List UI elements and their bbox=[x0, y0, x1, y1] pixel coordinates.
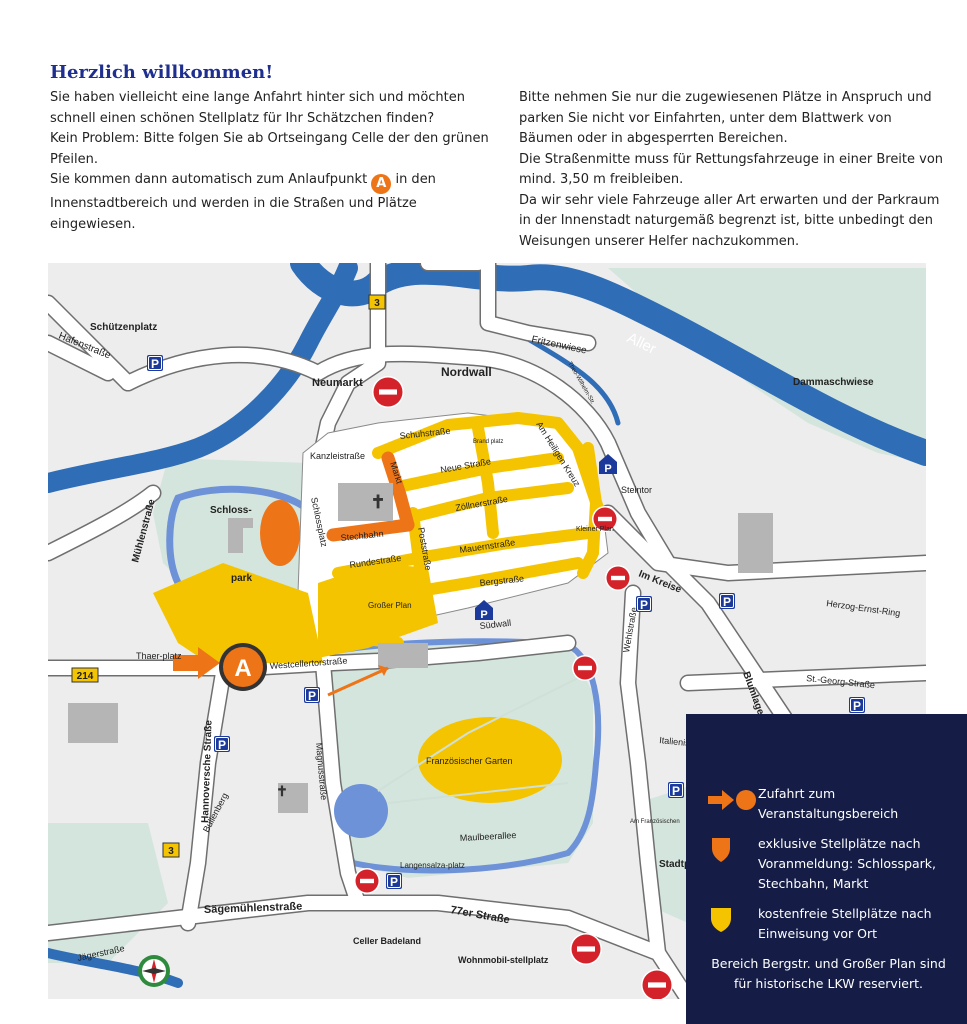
parking-icon bbox=[718, 592, 736, 610]
road-shield-214: 214 bbox=[71, 667, 99, 683]
franzoesischer-garten-area bbox=[418, 717, 562, 803]
svg-text:A: A bbox=[234, 655, 251, 682]
label-suedwall: Südwall bbox=[479, 618, 511, 631]
parking-icon bbox=[213, 735, 231, 753]
label-franzoesischer-garten: Französischer Garten bbox=[426, 756, 513, 766]
label-steintor: Steintor bbox=[621, 485, 652, 495]
route-arrowhead-icon bbox=[378, 665, 388, 676]
label-schuetzenplatz: Schützenplatz bbox=[90, 322, 157, 333]
intro-left-line3-before: Sie kommen dann automatisch zum Anlaufpu… bbox=[50, 172, 368, 187]
buildings bbox=[68, 483, 773, 813]
intro-left-line3-after: in den Innenstadtbereich und werden in d… bbox=[50, 172, 436, 232]
road-shield-3-south: 3 bbox=[162, 842, 180, 858]
no-entry-icon bbox=[372, 376, 404, 408]
label-schlosspark-1: Schloss- bbox=[210, 505, 252, 516]
approach-arrow-icon bbox=[173, 647, 220, 679]
label-maulbeerallee: Maulbeerallee bbox=[460, 830, 517, 843]
intro-left-text: Sie haben vielleicht eine lange Anfahrt … bbox=[50, 88, 500, 235]
parking-icon bbox=[146, 354, 164, 372]
no-entry-icon bbox=[570, 933, 602, 965]
anlaufpunkt-a-icon: A bbox=[219, 643, 267, 691]
label-dammaschwiese: Dammaschwiese bbox=[793, 377, 874, 388]
legend-free-text: kostenfreie Stellplätze nach Einweisung … bbox=[758, 906, 932, 941]
label-bergstrasse: Bergstraße bbox=[479, 573, 524, 588]
schlosspark-free-area bbox=[153, 563, 323, 663]
anlaufpunkt-marker-icon: A bbox=[371, 174, 392, 194]
label-neumarkt: Neumarkt bbox=[312, 377, 363, 389]
compass-icon bbox=[138, 955, 170, 987]
label-langensalzaplatz: Langensalza-platz bbox=[400, 861, 465, 870]
svg-text:214: 214 bbox=[77, 671, 94, 682]
roads bbox=[48, 263, 926, 999]
no-entry-icon bbox=[572, 655, 598, 681]
legend-note: Bereich Bergstr. und Großer Plan sind fü… bbox=[711, 956, 946, 991]
parking-icon bbox=[303, 686, 321, 704]
church-icon: ✝ bbox=[370, 492, 385, 512]
label-saegemuehlenstrasse: Sägemühlenstraße bbox=[204, 901, 303, 916]
city-map: P P bbox=[48, 263, 926, 999]
no-entry-icon bbox=[605, 565, 631, 591]
intro-right-text: Bitte nehmen Sie nur die zugewiesenen Pl… bbox=[519, 88, 949, 252]
intro-right-line3: Da wir sehr viele Fahrzeuge aller Art er… bbox=[519, 192, 940, 249]
access-arrow-icon bbox=[708, 790, 756, 810]
parking-icon bbox=[667, 781, 685, 799]
parking-icon bbox=[385, 872, 403, 890]
garden-paths bbox=[377, 672, 589, 804]
label-thaerplatz: Thaer-platz bbox=[136, 651, 182, 661]
label-wohnmobilstellplatz: Wohnmobil-stellplatz bbox=[458, 955, 549, 965]
label-celler-badeland: Celler Badeland bbox=[353, 936, 421, 946]
intro-left-line2: Kein Problem: Bitte folgen Sie ab Ortsei… bbox=[50, 131, 489, 167]
svg-text:3: 3 bbox=[168, 846, 174, 857]
label-brandplatz: Brand platz bbox=[473, 439, 503, 445]
schlosspark-exclusive-area bbox=[260, 500, 300, 566]
label-schlosspark-2: park bbox=[231, 573, 253, 584]
parking-icon bbox=[848, 696, 866, 714]
label-am-franzoesischen: Am Französischen bbox=[630, 819, 680, 825]
label-kanzleistrasse: Kanzleistraße bbox=[310, 451, 365, 461]
label-stechbahn: Stechbahn bbox=[340, 529, 384, 543]
label-magnusstrasse: Magnusstraße bbox=[314, 742, 329, 800]
label-kleiner-plan: Kleiner Plan bbox=[576, 526, 614, 533]
road-shield-3: 3 bbox=[368, 294, 386, 310]
no-entry-icon bbox=[354, 868, 380, 894]
page-heading: Herzlich willkommen! bbox=[50, 62, 274, 83]
legend-exclusive-text: exklusive Stellplätze nach Voranmeldung:… bbox=[758, 836, 937, 891]
route-line bbox=[327, 666, 389, 697]
intro-right-line1: Bitte nehmen Sie nur die zugewiesenen Pl… bbox=[519, 90, 932, 146]
label-nordwall: Nordwall bbox=[441, 365, 492, 379]
svg-text:3: 3 bbox=[374, 298, 380, 309]
intro-right-line2: Die Straßenmitte muss für Rettungsfahrze… bbox=[519, 151, 944, 188]
exclusive-shield-icon bbox=[712, 838, 730, 862]
legend-panel: Zufahrt zum Veranstaltungsbereich exklus… bbox=[686, 714, 967, 1024]
intro-left-line3: Sie kommen dann automatisch zum Anlaufpu… bbox=[50, 170, 500, 235]
pond bbox=[334, 784, 388, 838]
church-icon-2: ✝ bbox=[276, 783, 288, 799]
label-hannoversche-strasse: Hannoversche Straße bbox=[200, 720, 215, 824]
exclusive-streets bbox=[326, 451, 415, 542]
intro-left-line1: Sie haben vielleicht eine lange Anfahrt … bbox=[50, 90, 466, 126]
free-shield-icon bbox=[711, 908, 731, 932]
label-grosser-plan: Großer Plan bbox=[368, 601, 412, 610]
label-stadtpark: Stadtpark bbox=[659, 859, 706, 870]
grosser-plan-area bbox=[318, 563, 438, 658]
legend-access-text: Zufahrt zum Veranstaltungsbereich bbox=[758, 786, 899, 821]
